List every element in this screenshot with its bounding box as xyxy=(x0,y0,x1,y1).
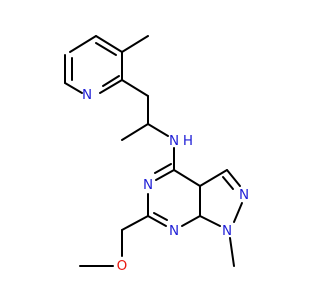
bond-c6-n7-double xyxy=(153,212,168,221)
atom-n5-label: N xyxy=(143,177,153,193)
atom-n2-pyrazole: N xyxy=(239,187,249,203)
bond-c6-n7 xyxy=(147,215,167,227)
bond-c4-n5 xyxy=(155,169,175,181)
bond-n2-n1 xyxy=(233,202,243,223)
atom-n7-label: N xyxy=(169,223,179,239)
atom-n7-pyrimidine: N xyxy=(169,223,179,239)
bond-c3-n2 xyxy=(226,169,241,187)
bond-pyridine-c4-c5 xyxy=(69,35,97,53)
bond-c6-ch2 xyxy=(121,215,149,231)
bond-c3-n2-double xyxy=(222,176,234,190)
atom-nh-amine: N H xyxy=(169,133,193,149)
atom-n-pyridine-label: N xyxy=(82,87,92,103)
bond-c3a-c3 xyxy=(199,169,228,187)
bond-ch-methyl xyxy=(121,123,149,141)
atom-o-ether: O xyxy=(117,258,128,274)
atom-labels: N N H N N N N O xyxy=(82,87,249,274)
bond-pyridine-c6-n-side xyxy=(64,82,83,94)
bond-n7-c7a xyxy=(181,215,201,227)
bond-c4-n5-double xyxy=(154,163,172,174)
atom-n5-pyrimidine: N xyxy=(143,177,153,193)
bond-pyridine-n-c2-double xyxy=(102,75,120,87)
atom-nh-label: N xyxy=(169,133,179,149)
atom-n2-label: N xyxy=(239,187,249,203)
atom-n1-label: N xyxy=(222,223,232,239)
bond-c2-ch2 xyxy=(121,79,149,97)
bonds xyxy=(64,35,243,267)
atom-n1-pyrazole: N xyxy=(222,223,232,239)
atom-n-pyridine: N xyxy=(82,87,92,103)
bond-c3a-c4 xyxy=(173,169,201,187)
molecule-structure-diagram: N N H N N N N O xyxy=(64,35,249,274)
bond-n1-c7a xyxy=(199,215,221,227)
bond-pyridine-methyl xyxy=(121,35,149,53)
bond-pyridine-c3-c4-double xyxy=(95,42,117,56)
bond-n1-methyl xyxy=(229,237,235,267)
atom-nh-h-label: H xyxy=(183,133,193,149)
bond-pyridine-n-c2 xyxy=(99,79,123,94)
atom-o-label: O xyxy=(117,258,128,274)
bond-pyridine-c3-c4 xyxy=(95,35,123,53)
bond-ch-nh xyxy=(147,123,169,137)
